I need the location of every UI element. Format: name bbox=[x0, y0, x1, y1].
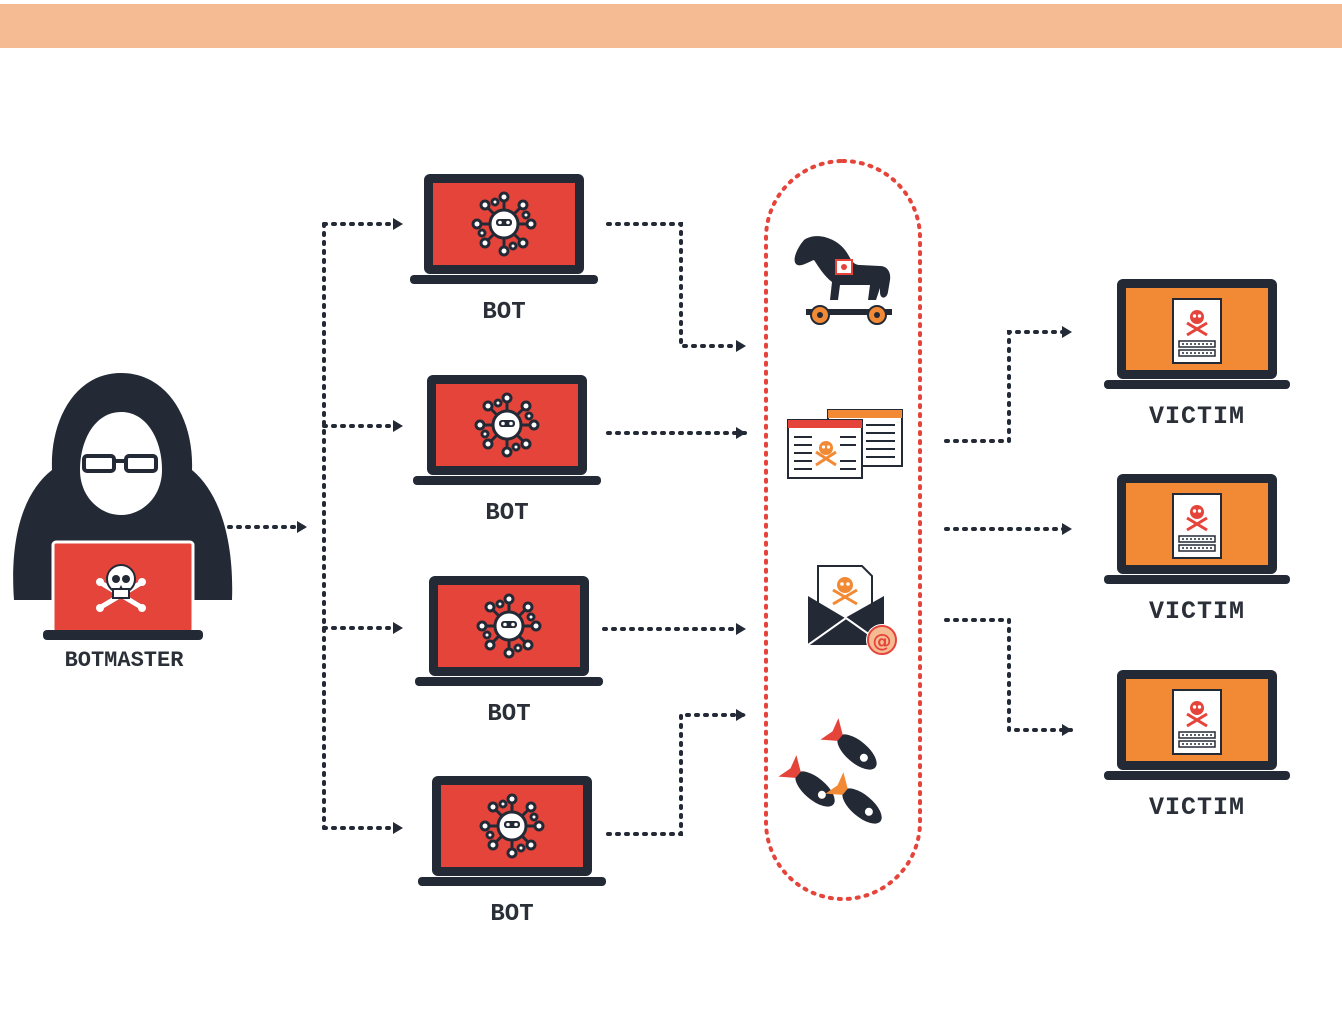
bot-node: BOT bbox=[418, 776, 606, 928]
victim-laptop-base bbox=[1104, 575, 1290, 584]
infected-file-icon bbox=[1171, 688, 1223, 756]
bombs-icon bbox=[778, 718, 882, 824]
victims-group: VICTIM VICTIM VICTIM bbox=[1104, 279, 1290, 822]
bot-laptop-base bbox=[418, 877, 606, 886]
bot-laptop-base bbox=[410, 275, 598, 284]
bot-node: BOT bbox=[413, 375, 601, 527]
connector-victim-3 bbox=[944, 618, 1073, 736]
infected-file-icon bbox=[1171, 297, 1223, 365]
phishing-email-icon: @ bbox=[807, 565, 898, 656]
victim-node: VICTIM bbox=[1104, 279, 1290, 431]
bot-label: BOT bbox=[485, 500, 528, 527]
bot-node: BOT bbox=[410, 174, 598, 326]
victim-node: VICTIM bbox=[1104, 670, 1290, 822]
bot-label: BOT bbox=[490, 901, 533, 928]
infected-documents-icon bbox=[787, 409, 903, 479]
victim-label: VICTIM bbox=[1149, 402, 1245, 431]
bots-group: BOT BOT BOT BOT bbox=[410, 174, 606, 928]
connector-bot-1-attack bbox=[606, 222, 747, 352]
infected-file-icon bbox=[1171, 492, 1223, 560]
botmaster-node: BOTMASTER bbox=[13, 373, 233, 673]
virus-icon bbox=[479, 793, 545, 859]
victim-laptop-base bbox=[1104, 380, 1290, 389]
victim-label: VICTIM bbox=[1149, 597, 1245, 626]
victim-node: VICTIM bbox=[1104, 474, 1290, 626]
trojan-horse-icon bbox=[794, 236, 892, 325]
connector-bot-4-attack bbox=[606, 709, 747, 836]
virus-icon bbox=[474, 392, 540, 458]
virus-icon bbox=[476, 593, 542, 659]
top-banner bbox=[0, 4, 1342, 48]
virus-icon bbox=[471, 191, 537, 257]
attack-group-outline bbox=[764, 159, 922, 901]
bot-label: BOT bbox=[482, 299, 525, 326]
connector-victim-1 bbox=[944, 326, 1073, 443]
victim-label: VICTIM bbox=[1149, 793, 1245, 822]
bot-node: BOT bbox=[415, 576, 603, 728]
svg-text:@: @ bbox=[873, 630, 892, 652]
bot-label: BOT bbox=[487, 701, 530, 728]
bot-laptop-base bbox=[413, 476, 601, 485]
victim-laptop-base bbox=[1104, 771, 1290, 780]
botmaster-label: BOTMASTER bbox=[65, 648, 185, 673]
bot-laptop-base bbox=[415, 677, 603, 686]
